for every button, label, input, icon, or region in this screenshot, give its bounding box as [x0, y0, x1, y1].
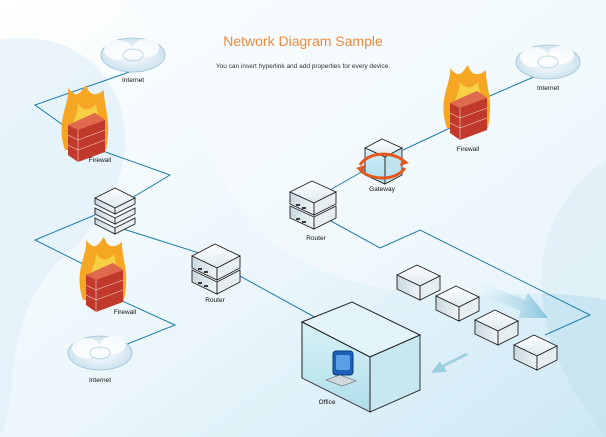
firewall-icon-top-left	[61, 85, 109, 162]
label-firewall-top-left: Firewall	[88, 157, 112, 164]
link-router-servers	[319, 214, 592, 336]
label-router-top: Router	[306, 235, 326, 242]
internet-cloud-bottom-left	[67, 335, 133, 371]
server-box-3	[473, 309, 520, 346]
internet-cloud-top-left	[100, 37, 166, 73]
gateway-icon	[356, 138, 409, 185]
firewall-icon-bottom-left	[79, 237, 127, 312]
link-internet-firewall-left	[33, 69, 136, 131]
diagram-title: Network Diagram Sample	[223, 33, 383, 49]
label-router-center: Router	[205, 297, 225, 304]
label-office: Office	[318, 399, 336, 406]
monitor-icon	[325, 350, 357, 387]
label-internet-right: Internet	[536, 85, 560, 92]
flow-arrows	[431, 278, 548, 373]
server-box-4	[512, 334, 559, 371]
label-gateway: Gateway	[369, 186, 395, 193]
server-box-2	[434, 285, 481, 322]
label-internet-top-left: Internet	[121, 77, 145, 84]
link-firewall-switch	[99, 149, 172, 206]
firewall-icon-right	[443, 65, 491, 140]
internet-cloud-right	[515, 44, 581, 80]
arrow-servers	[466, 278, 548, 318]
label-internet-bottom-left: Internet	[88, 377, 112, 384]
diagram-subtitle: You can insert hyperlink and add propert…	[215, 63, 391, 70]
arrow-to-office	[431, 353, 468, 373]
label-firewall-right: Firewall	[456, 146, 480, 153]
switch-stack-icon	[93, 187, 137, 235]
server-box-1	[395, 264, 442, 301]
link-gateway-firewall	[402, 127, 451, 151]
router-icon-center	[190, 243, 242, 295]
link-router-office	[237, 274, 321, 321]
link-router-gateway	[329, 169, 366, 191]
link-switch-firewall-lower	[33, 214, 96, 266]
label-firewall-bottom-left: Firewall	[113, 309, 137, 316]
router-icon-top	[288, 180, 338, 230]
connection-lines	[33, 69, 592, 356]
